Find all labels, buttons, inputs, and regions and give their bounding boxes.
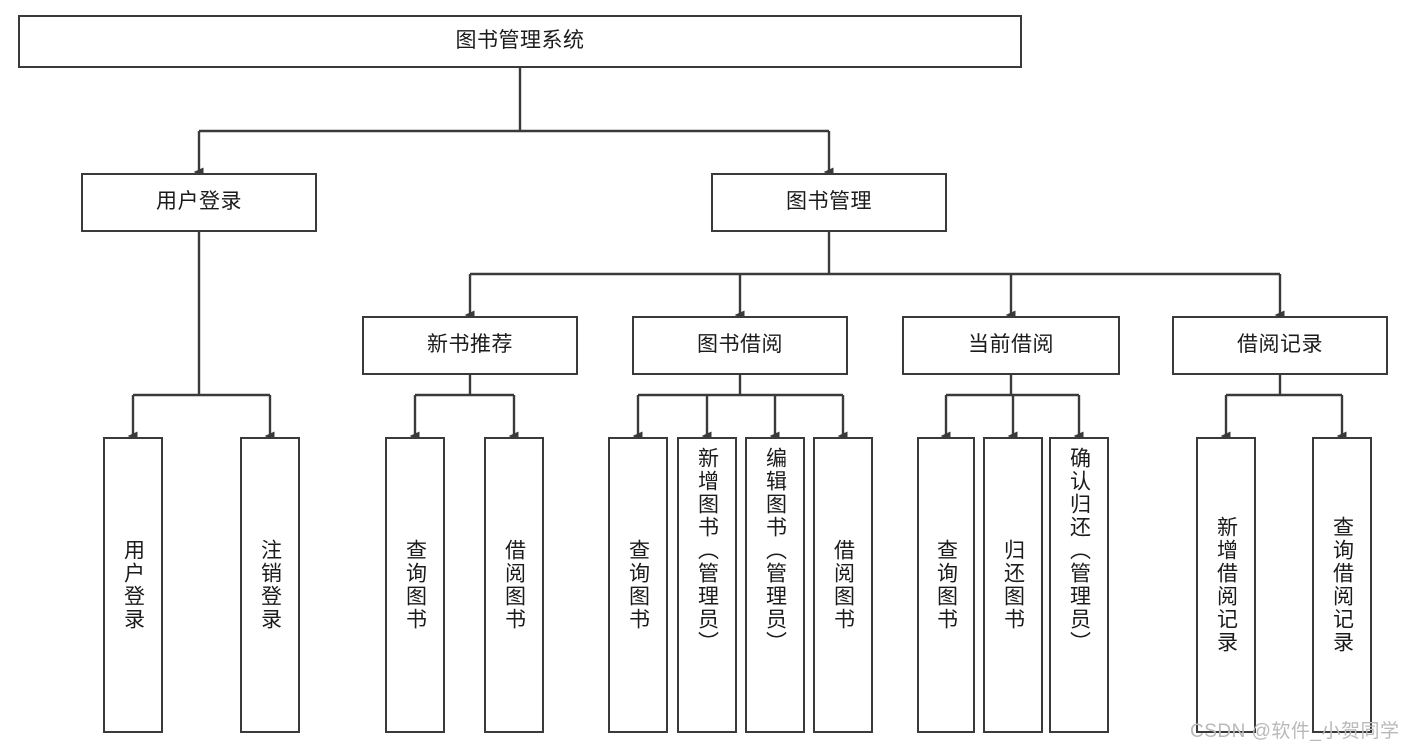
node-label: 查询图书 [626, 539, 650, 631]
node-label: 新书推荐 [427, 333, 513, 357]
node-leaf-rec-add[interactable]: 新增借阅记录 [1196, 437, 1256, 733]
node-leaf-nb-query[interactable]: 查询图书 [385, 437, 445, 733]
node-label: 确认归还（管理员） [1067, 447, 1091, 654]
node-newbook[interactable]: 新书推荐 [362, 316, 578, 375]
node-label: 当前借阅 [968, 333, 1054, 357]
node-label: 图书管理 [786, 190, 872, 214]
node-leaf-bk-add[interactable]: 新增图书（管理员） [677, 437, 737, 733]
node-root[interactable]: 图书管理系统 [18, 15, 1022, 68]
node-leaf-user-login[interactable]: 用户登录 [103, 437, 163, 733]
node-label: 借阅图书 [502, 539, 526, 631]
node-record[interactable]: 借阅记录 [1172, 316, 1388, 375]
node-label: 图书管理系统 [455, 29, 585, 53]
node-leaf-rec-query[interactable]: 查询借阅记录 [1312, 437, 1372, 733]
node-login[interactable]: 用户登录 [81, 173, 317, 232]
node-label: 归还图书 [1001, 539, 1025, 631]
node-label: 用户登录 [156, 190, 242, 214]
node-label: 图书借阅 [697, 333, 783, 357]
node-label: 查询借阅记录 [1330, 516, 1354, 654]
node-leaf-cur-confirm[interactable]: 确认归还（管理员） [1049, 437, 1109, 733]
node-current[interactable]: 当前借阅 [902, 316, 1120, 375]
node-label: 编辑图书（管理员） [763, 447, 787, 654]
node-label: 查询图书 [403, 539, 427, 631]
node-borrow[interactable]: 图书借阅 [632, 316, 848, 375]
node-leaf-cur-query[interactable]: 查询图书 [917, 437, 975, 733]
node-label: 借阅记录 [1237, 333, 1323, 357]
node-label: 注销登录 [258, 539, 282, 631]
node-label: 新增图书（管理员） [695, 447, 719, 654]
node-leaf-user-logout[interactable]: 注销登录 [240, 437, 300, 733]
node-leaf-bk-borrow[interactable]: 借阅图书 [813, 437, 873, 733]
node-label: 新增借阅记录 [1214, 516, 1238, 654]
node-label: 用户登录 [121, 539, 145, 631]
node-label: 查询图书 [934, 539, 958, 631]
node-leaf-bk-query[interactable]: 查询图书 [608, 437, 668, 733]
node-label: 借阅图书 [831, 539, 855, 631]
watermark-label: CSDN @软件_小贺同学 [1190, 721, 1400, 742]
node-leaf-nb-borrow[interactable]: 借阅图书 [484, 437, 544, 733]
node-bookmgmt[interactable]: 图书管理 [711, 173, 947, 232]
node-leaf-bk-edit[interactable]: 编辑图书（管理员） [745, 437, 805, 733]
node-leaf-cur-return[interactable]: 归还图书 [983, 437, 1043, 733]
